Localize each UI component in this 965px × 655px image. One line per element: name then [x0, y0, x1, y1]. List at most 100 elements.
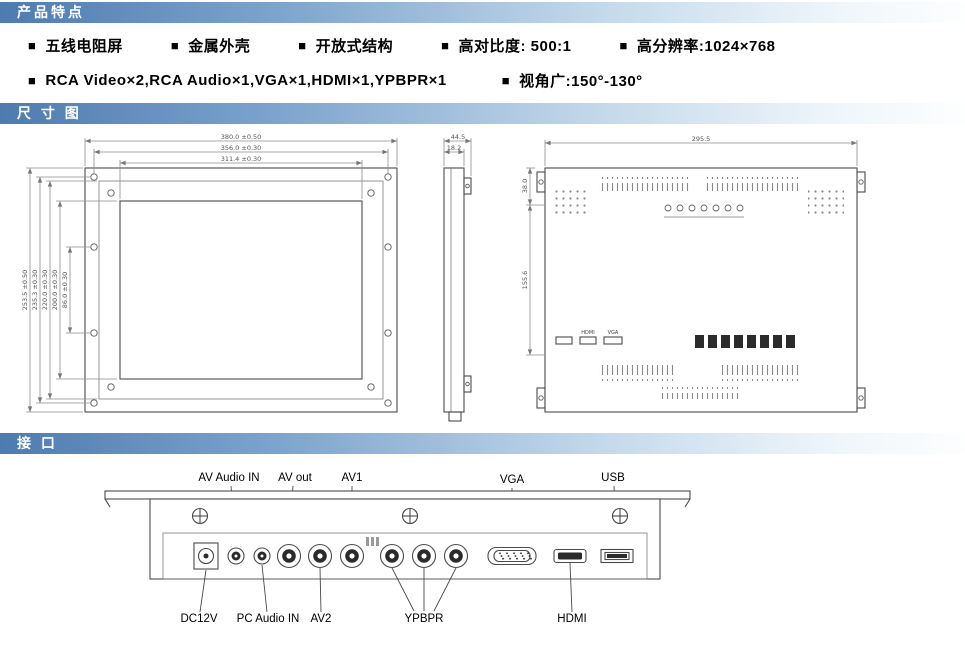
- feature-text: 高分辨率:1024×768: [636, 37, 776, 55]
- bullet-icon: ■: [170, 37, 180, 53]
- ypbpr-pr-rca: [443, 543, 469, 569]
- dc-jack: [193, 542, 219, 570]
- front-top-dimensions: 380.0 ±0.50 356.0 ±0.30 311.4 ±0.30: [84, 133, 398, 199]
- feature-item: ■ RCA Video×2,RCA Audio×1,VGA×1,HDMI×1,YP…: [28, 72, 447, 89]
- vga-connector: [487, 546, 537, 566]
- feature-row-2: ■ RCA Video×2,RCA Audio×1,VGA×1,HDMI×1,YP…: [28, 70, 948, 91]
- connector-label: AV1: [342, 472, 363, 484]
- interface-bottom-labels: DC12V PC Audio IN AV2 YPBPR HDMI: [180, 562, 587, 625]
- dim-label: 235.3 ±0.30: [31, 270, 39, 311]
- speaker-grille: [808, 187, 844, 217]
- osd-control-buttons: [664, 204, 744, 218]
- vent-grille: [722, 365, 800, 381]
- back-top-dimension: 295.5: [544, 135, 858, 166]
- ypbpr-y-rca: [379, 543, 405, 569]
- front-view: 380.0 ±0.50 356.0 ±0.30 311.4 ±0.30: [21, 133, 398, 413]
- section-title-interface: 接 口: [17, 435, 58, 451]
- vga-port: [603, 336, 623, 345]
- feature-item: ■ 五线电阻屏: [28, 35, 123, 56]
- panel-grille-detail: [366, 537, 379, 546]
- side-view: 44.5 18.2: [443, 133, 472, 422]
- dim-label: 155.6: [521, 271, 529, 290]
- feature-text: 高对比度: 500:1: [458, 37, 572, 55]
- mounting-bar: [104, 490, 691, 500]
- bullet-icon: ■: [441, 37, 450, 53]
- dimension-drawings: 380.0 ±0.50 356.0 ±0.30 311.4 ±0.30: [21, 133, 866, 422]
- feature-text: 金属外壳: [188, 37, 251, 55]
- port-label: HDMI: [581, 330, 594, 336]
- vent-grille: [598, 177, 690, 191]
- screw-top-center: [401, 507, 419, 525]
- feature-item: ■ 高分辨率:1024×768: [620, 35, 776, 56]
- feature-list: ■ 五线电阻屏 ■ 金属外壳 ■ 开放式结构 ■ 高对比度: 500:1 ■ 高分辨率:1…: [28, 35, 948, 91]
- bullet-icon: ■: [28, 37, 37, 53]
- interface-drawing: AV Audio IN AV out AV1 VGA USB: [104, 472, 691, 625]
- feature-item: ■ 开放式结构: [298, 35, 393, 56]
- bullet-icon: ■: [28, 72, 37, 88]
- front-outline: [84, 167, 398, 413]
- connector-label: AV out: [278, 472, 312, 484]
- dim-label: 38.0: [521, 179, 529, 193]
- hdmi-port: [579, 336, 597, 345]
- connector-label: VGA: [500, 474, 525, 486]
- section-title-features: 产品特点: [17, 4, 85, 20]
- dim-label: 44.5: [451, 133, 465, 141]
- av-audio-in-jack: [227, 547, 245, 565]
- connector-label: HDMI: [557, 613, 586, 625]
- connector-label: DC12V: [180, 613, 217, 625]
- screw-top-right: [611, 507, 629, 525]
- feature-text: 视角广:150°-130°: [519, 72, 643, 90]
- pc-audio-in-jack: [253, 547, 271, 565]
- dim-label: 356.0 ±0.30: [221, 144, 262, 152]
- bullet-icon: ■: [298, 37, 307, 53]
- connector-label: AV2: [311, 613, 332, 625]
- side-connector-stub: [448, 411, 462, 422]
- port-label: VGA: [608, 330, 619, 336]
- feature-text: RCA Video×2,RCA Audio×1,VGA×1,HDMI×1,YPB…: [45, 71, 447, 89]
- feature-item: ■ 金属外壳: [171, 35, 250, 56]
- dim-label: 18.2: [447, 144, 461, 152]
- feature-text: 五线电阻屏: [45, 37, 123, 55]
- dim-label: 295.5: [692, 135, 711, 143]
- screw-top-left: [191, 507, 209, 525]
- feature-text: 开放式结构: [315, 37, 394, 55]
- vent-grille: [598, 365, 676, 381]
- section-header-dimensions: 尺 寸 图: [0, 103, 965, 124]
- dim-label: 311.4 ±0.30: [221, 155, 262, 163]
- feature-item: ■ 高对比度: 500:1: [441, 35, 571, 56]
- section-header-interface: 接 口: [0, 433, 965, 454]
- speaker-grille: [552, 187, 588, 217]
- side-ear-top: [463, 177, 472, 195]
- front-mount-plate: [98, 180, 384, 400]
- side-dimensions: 44.5 18.2: [443, 133, 472, 176]
- side-ear-bottom: [463, 375, 472, 393]
- feature-item: ■视角广:150°-130°: [502, 70, 643, 91]
- connector-label: PC Audio IN: [237, 613, 300, 625]
- rear-panel: [104, 490, 691, 580]
- section-header-features: 产品特点: [0, 2, 965, 23]
- dim-label: 86.0 ±0.30: [61, 272, 69, 308]
- feature-row-1: ■ 五线电阻屏 ■ 金属外壳 ■ 开放式结构 ■ 高对比度: 500:1 ■ 高分辨率:1…: [28, 35, 948, 56]
- hdmi-connector: [553, 548, 587, 564]
- usb-port: [555, 336, 573, 345]
- dim-label: 253.5 ±0.50: [21, 270, 29, 311]
- usb-connector: [600, 548, 634, 564]
- back-view: HDMI VGA 295.5: [521, 135, 866, 413]
- back-side-dimensions: 38.0 155.6: [521, 167, 545, 356]
- dim-label: 200.0 ±0.30: [51, 270, 59, 311]
- connector-label: USB: [601, 472, 625, 484]
- connector-face: [162, 532, 648, 580]
- connector-label: AV Audio IN: [198, 472, 259, 484]
- vent-grille: [662, 387, 738, 399]
- ypbpr-pb-rca: [411, 543, 437, 569]
- connector-label: YPBPR: [405, 613, 444, 625]
- front-screen-area: [119, 200, 363, 380]
- av1-rca: [339, 543, 365, 569]
- bullet-icon: ■: [619, 37, 628, 53]
- av2-rca: [307, 543, 333, 569]
- dim-label: 380.0 ±0.50: [221, 133, 262, 141]
- dim-label: 220.0 ±0.30: [41, 270, 49, 311]
- vent-grille: [706, 177, 798, 191]
- back-connector-row: HDMI VGA: [555, 330, 795, 348]
